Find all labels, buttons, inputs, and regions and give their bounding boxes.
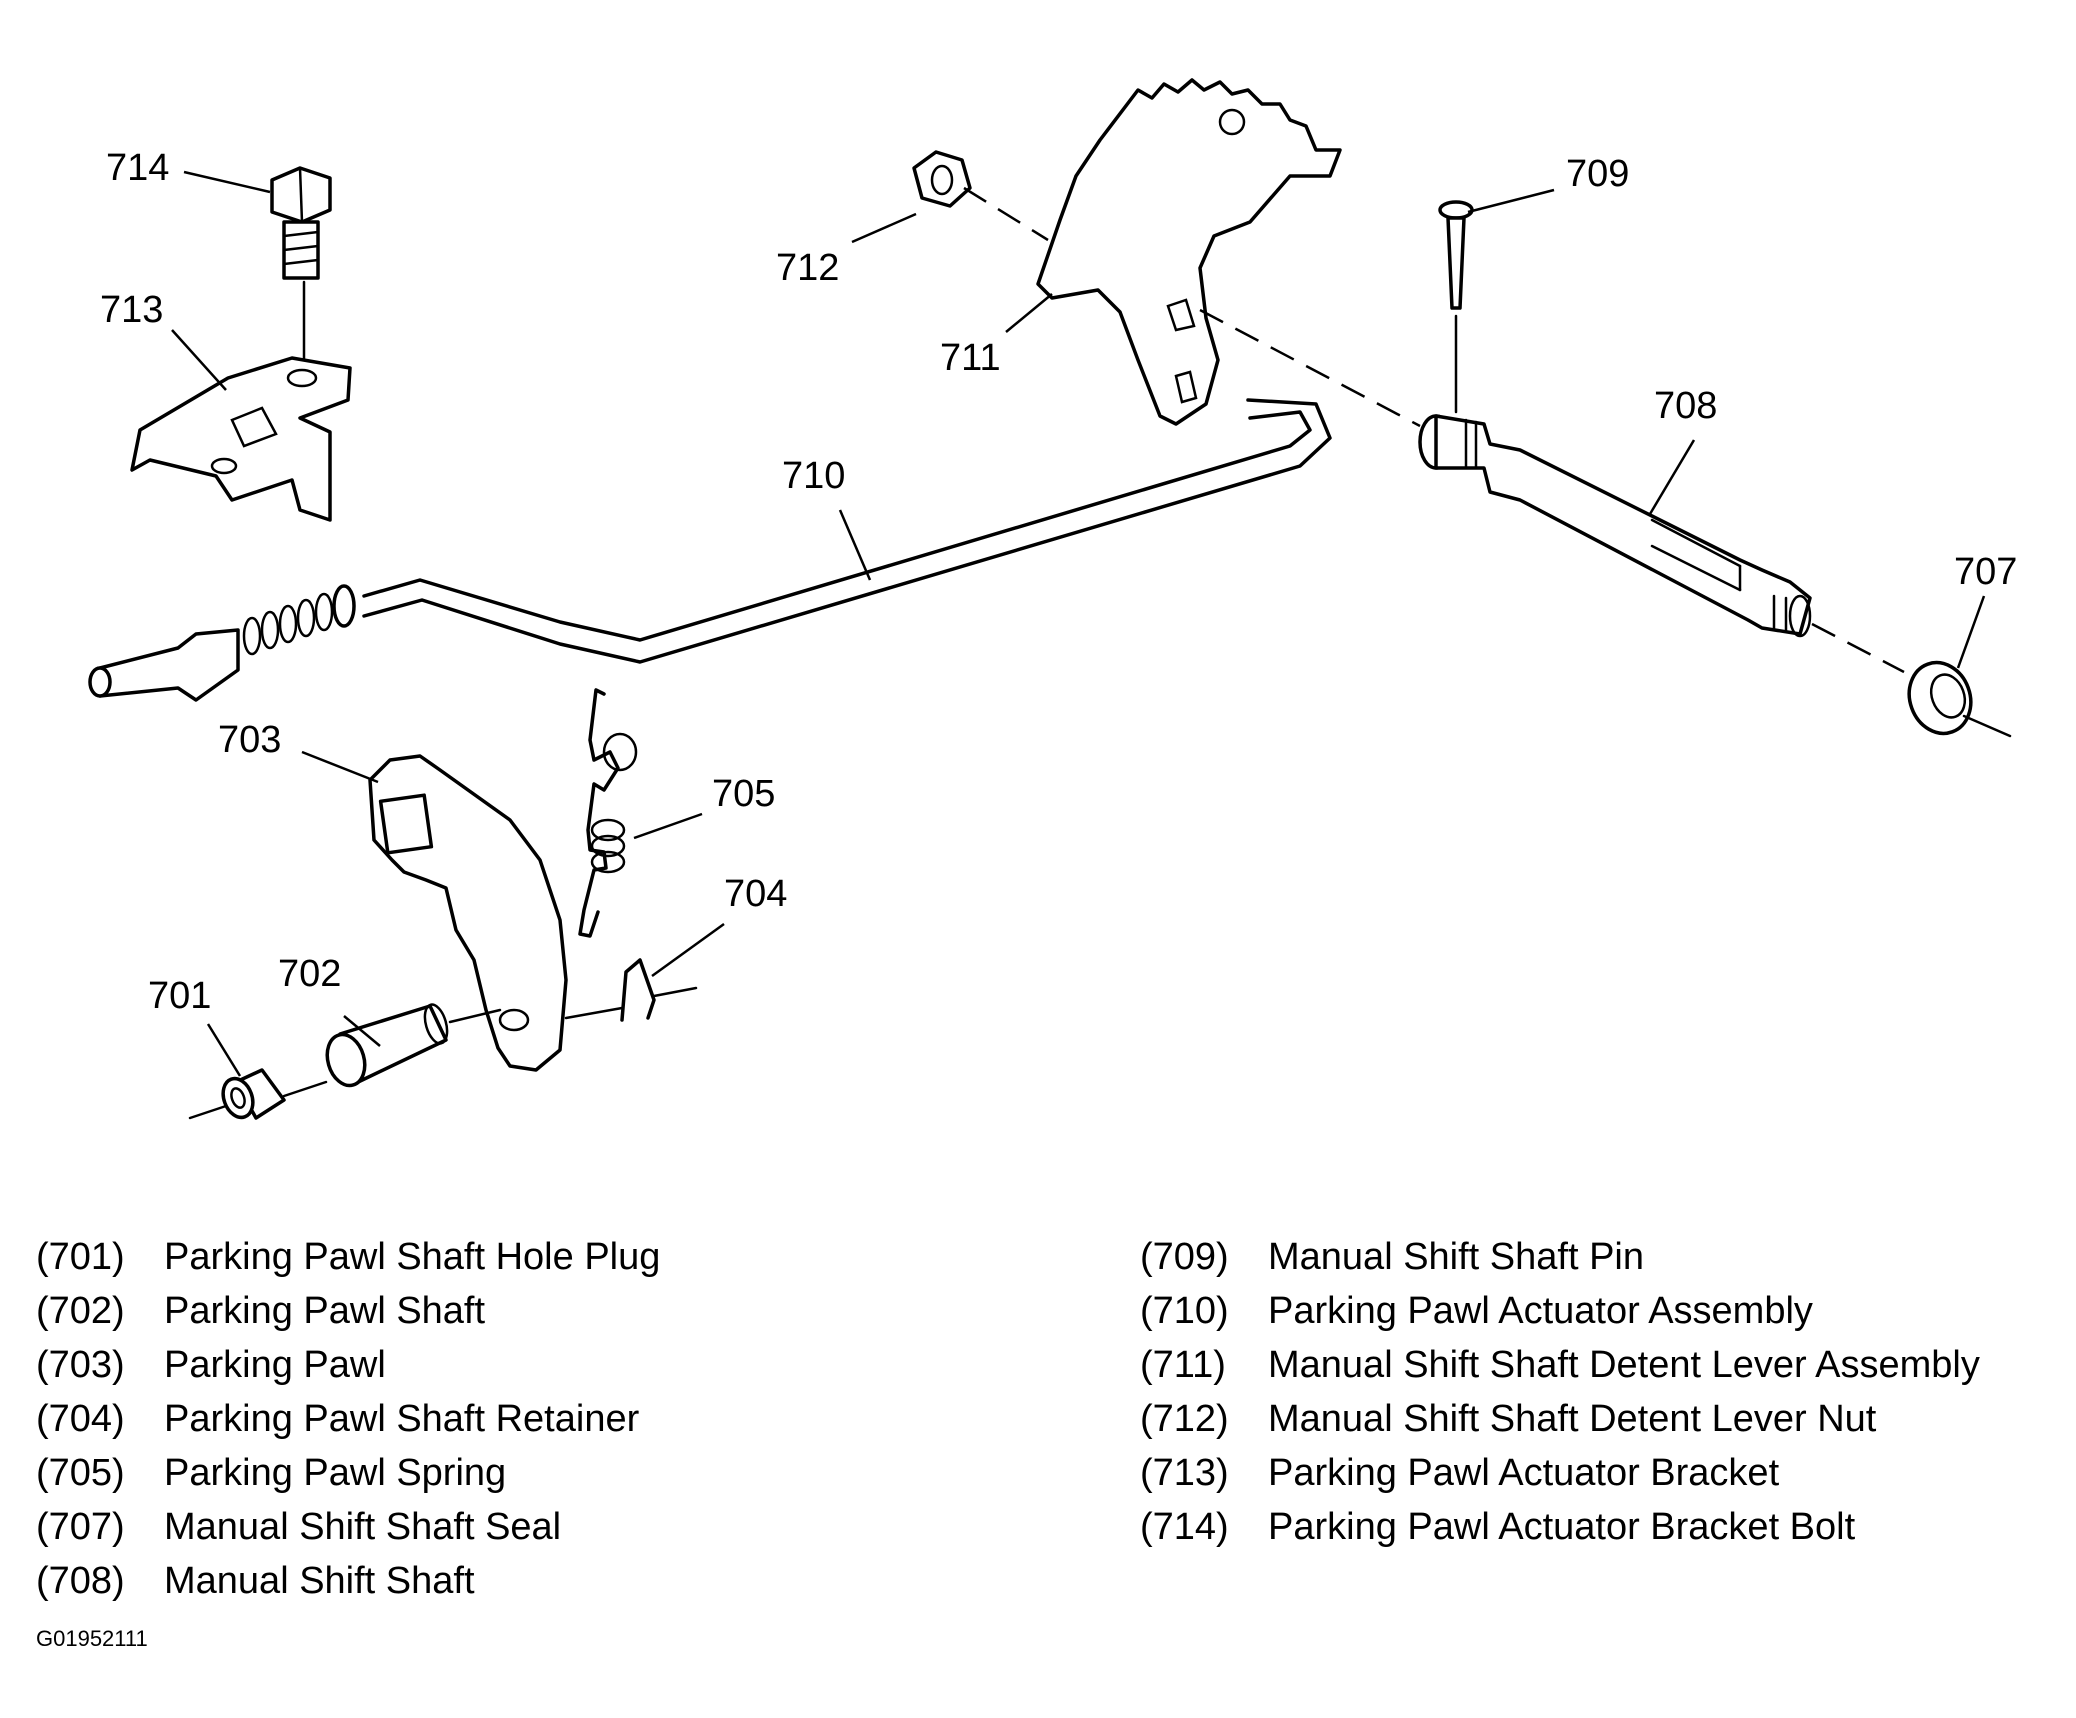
exploded-view-drawing: 714 713 712 711 709 710 708 707 703 705 … [88,78,2017,1120]
legend-desc: Parking Pawl Shaft Retainer [164,1397,640,1440]
legend-desc: Parking Pawl [164,1343,386,1386]
callout-702: 702 [278,953,341,995]
legend-code: (714) [1140,1505,1229,1548]
part-701-shaft-hole-plug [188,1068,328,1120]
callout-707: 707 [1954,551,2017,593]
legend-item: (712) Manual Shift Shaft Detent Lever Nut [1140,1392,1980,1446]
callout-710: 710 [782,455,845,497]
callout-711: 711 [940,337,1001,379]
part-712-detent-lever-nut [912,150,1049,242]
legend-code: (703) [36,1343,125,1386]
legend-item: (711) Manual Shift Shaft Detent Lever Ass… [1140,1338,1980,1392]
legend-desc: Manual Shift Shaft Seal [164,1505,562,1548]
legend-item: (714) Parking Pawl Actuator Bracket Bolt [1140,1500,1980,1554]
callout-708: 708 [1654,385,1717,427]
legend-desc: Parking Pawl Shaft [164,1289,486,1332]
part-711-detent-lever [1036,78,1421,428]
part-702-pawl-shaft [325,1003,502,1088]
legend-code: (707) [36,1505,125,1548]
part-704-pawl-shaft-retainer [620,958,656,1022]
part-708-manual-shift-shaft [1418,414,1905,674]
legend-desc: Parking Pawl Actuator Assembly [1268,1289,1813,1332]
legend-item: (701) Parking Pawl Shaft Hole Plug [36,1230,660,1284]
callout-712: 712 [776,247,839,289]
legend-code: (704) [36,1397,125,1440]
legend-desc: Manual Shift Shaft Detent Lever Assembly [1268,1343,1980,1386]
part-709-shift-shaft-pin [1438,200,1474,414]
legend-desc: Parking Pawl Spring [164,1451,507,1494]
callout-703: 703 [218,719,281,761]
legend-desc: Parking Pawl Actuator Bracket [1268,1451,1780,1494]
parts-legend-left: (701) Parking Pawl Shaft Hole Plug (702) P… [36,1230,660,1608]
legend-item: (704) Parking Pawl Shaft Retainer [36,1392,660,1446]
parts-legend-right: (709) Manual Shift Shaft Pin (710) Parking… [1140,1230,1980,1554]
legend-item: (708) Manual Shift Shaft [36,1554,660,1608]
legend-code: (705) [36,1451,125,1494]
legend-item: (702) Parking Pawl Shaft [36,1284,660,1338]
legend-desc: Parking Pawl Actuator Bracket Bolt [1268,1505,1856,1548]
legend-code: (709) [1140,1235,1229,1278]
part-710-actuator-assembly [88,398,1332,702]
figure-id: G01952111 [36,1626,148,1651]
legend-code: (701) [36,1235,125,1278]
part-714-bracket-bolt [270,166,332,362]
callout-704: 704 [724,873,787,915]
part-713-actuator-bracket [130,356,352,522]
legend-item: (713) Parking Pawl Actuator Bracket [1140,1446,1980,1500]
legend-desc: Manual Shift Shaft Pin [1268,1235,1644,1278]
part-703-parking-pawl [368,754,698,1072]
callout-labels: 714 713 712 711 709 710 708 707 703 705 … [100,147,2017,1017]
callout-713: 713 [100,289,163,331]
legend-item: (709) Manual Shift Shaft Pin [1140,1230,1980,1284]
legend-code: (710) [1140,1289,1229,1332]
legend-code: (711) [1140,1343,1226,1386]
legend-item: (705) Parking Pawl Spring [36,1446,660,1500]
legend-code: (708) [36,1559,125,1602]
callout-leaders [171,170,1986,1077]
part-705-pawl-spring [578,688,638,938]
callout-701: 701 [148,975,211,1017]
legend-item: (707) Manual Shift Shaft Seal [36,1500,660,1554]
legend-desc: Manual Shift Shaft Detent Lever Nut [1268,1397,1877,1440]
legend-item: (703) Parking Pawl [36,1338,660,1392]
legend-code: (713) [1140,1451,1229,1494]
legend-desc: Parking Pawl Shaft Hole Plug [164,1235,661,1278]
callout-705: 705 [712,773,775,815]
callout-714: 714 [106,147,169,189]
part-707-shift-shaft-seal [1907,660,2012,738]
legend-code: (712) [1140,1397,1229,1440]
callout-709: 709 [1566,153,1629,195]
legend-desc: Manual Shift Shaft [164,1559,475,1602]
legend-item: (710) Parking Pawl Actuator Assembly [1140,1284,1980,1338]
legend-code: (702) [36,1289,125,1332]
